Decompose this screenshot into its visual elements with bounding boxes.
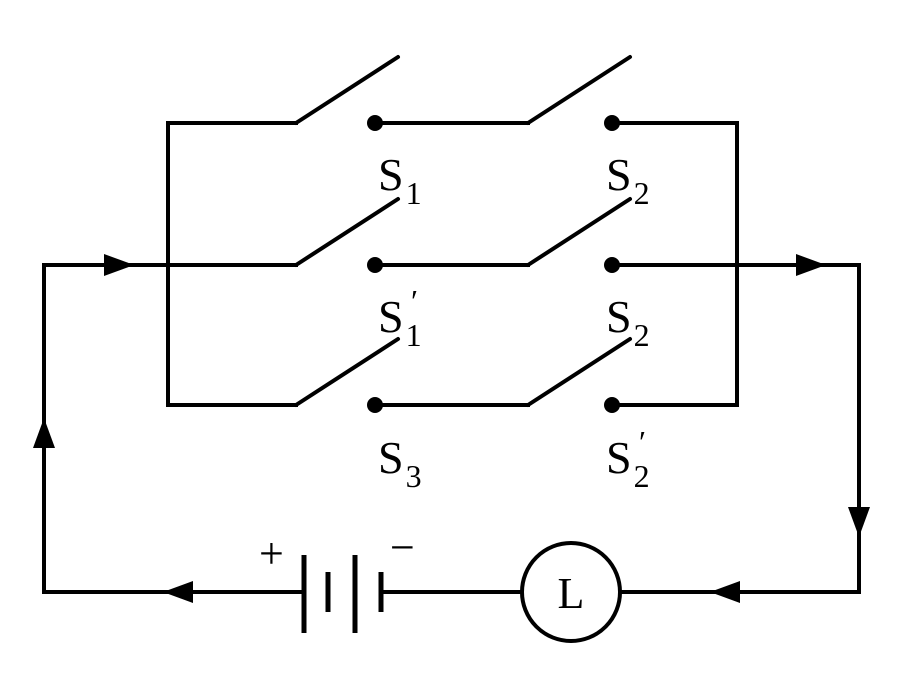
switch-s2-top-contact [604, 115, 620, 131]
label-s2-prime: S2 [606, 432, 650, 494]
arrow-down-icon [848, 507, 870, 537]
switch-s2-mid-blade[interactable] [526, 197, 632, 267]
label-s1-prime-mark: ′ [411, 283, 418, 319]
label-s2-mid-sub: 2 [634, 317, 650, 353]
switch-s1-prime-blade[interactable] [294, 197, 400, 267]
battery [301, 555, 384, 633]
lamp-label: L [558, 569, 585, 618]
arrow-left-battery-icon [163, 581, 193, 603]
label-s3-sub: 3 [406, 458, 422, 494]
arrow-right-output-icon [796, 254, 826, 276]
switch-s2-prime-contact [604, 397, 620, 413]
lamp-circle [520, 541, 622, 643]
arrow-right-input-icon [104, 254, 134, 276]
switch-s2-prime-blade[interactable] [526, 337, 632, 407]
battery-minus-label: − [390, 523, 415, 572]
label-s2-mid-letter: S [606, 291, 632, 342]
label-s2-top-sub: 2 [634, 175, 650, 211]
arrow-left-bottom-icon [710, 581, 740, 603]
label-s2-top-letter: S [606, 149, 632, 200]
label-s3-letter: S [378, 432, 404, 483]
return-right-wire [618, 263, 861, 594]
label-s2-top: S2 [606, 149, 650, 211]
switch-s2-top-blade[interactable] [526, 55, 632, 125]
arrow-up-icon [33, 418, 55, 448]
label-s1-letter: S [378, 149, 404, 200]
label-s3: S3 [378, 432, 422, 494]
label-s1-prime: S1 [378, 291, 422, 353]
switch-s1-blade[interactable] [294, 55, 400, 125]
label-s1-prime-sub: 1 [406, 317, 422, 353]
label-s1-prime-letter: S [378, 291, 404, 342]
switch-s3-blade[interactable] [294, 337, 400, 407]
battery-plus-label: + [259, 529, 284, 578]
label-s2-mid: S2 [606, 291, 650, 353]
return-left-wire [42, 263, 306, 594]
label-s1-sub: 1 [406, 175, 422, 211]
label-s2-prime-mark: ′ [639, 424, 646, 460]
label-s2-prime-sub: 2 [634, 458, 650, 494]
label-s1: S1 [378, 149, 422, 211]
label-s2-prime-letter: S [606, 432, 632, 483]
